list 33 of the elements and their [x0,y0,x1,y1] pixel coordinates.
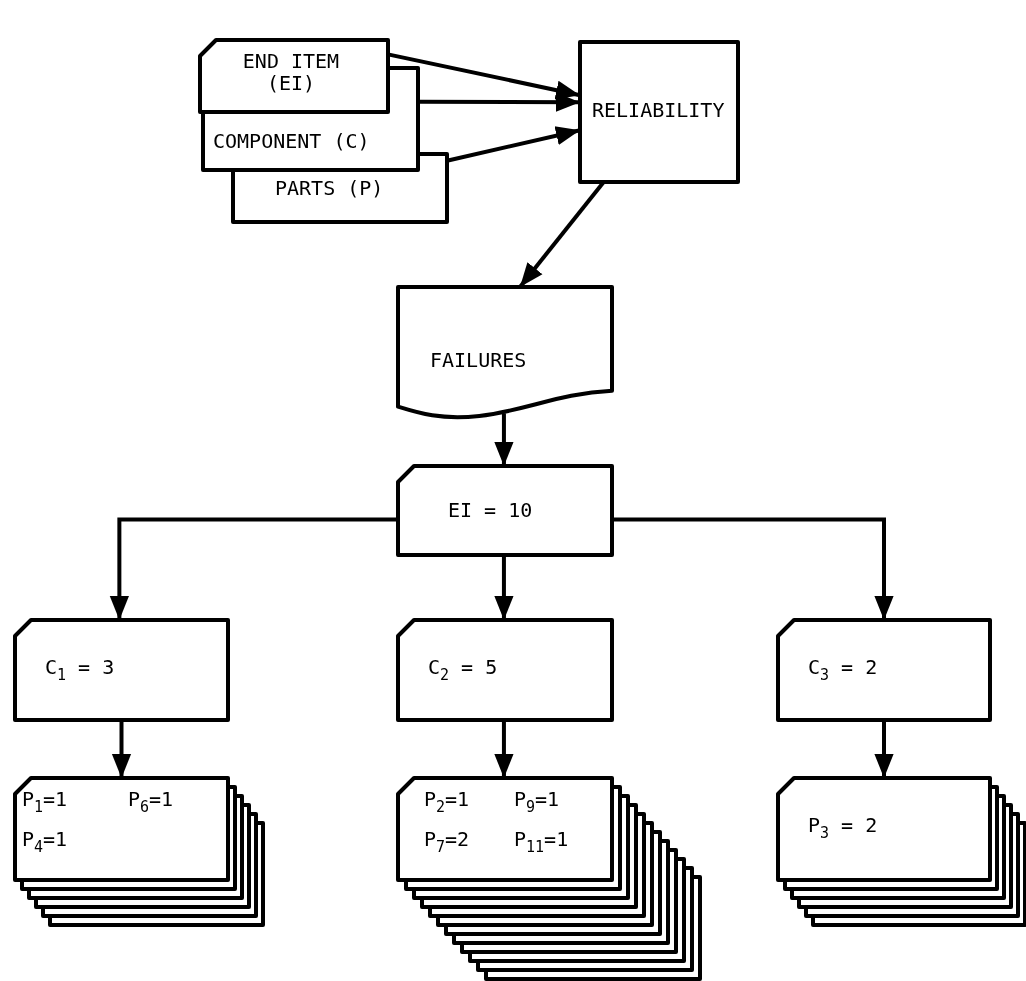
card-label: P$_{7}$=2 [424,828,470,856]
card-label: RELIABILITY [592,99,725,121]
card-label: P$_{6}$=1 [128,788,174,816]
arrow [109,517,398,620]
card-label: P$_{11}$=1 [514,828,569,856]
card-label: COMPONENT (C) [213,130,370,152]
card-label: C$_{2}$ = 5 [428,656,498,684]
arrow [494,555,514,620]
arrow [111,720,132,778]
punched-card [15,620,228,720]
punched-card [15,778,228,880]
punched-card [398,466,612,555]
card-label: C$_{1}$ = 3 [45,656,115,684]
document-shape [398,287,612,420]
card-label: P$_{1}$=1 [22,788,68,816]
punched-card [778,620,990,720]
card-label: END ITEM (EI) [241,50,341,94]
card-label: FAILURES [430,349,527,371]
arrow [494,720,514,778]
arrow [494,413,514,466]
card-label: P$_{3}$ = 2 [808,814,878,842]
punched-card [398,620,612,720]
punched-card [200,40,388,112]
card-label: P$_{4}$=1 [22,828,68,856]
process-box [580,42,738,182]
punched-card [398,778,612,880]
card-label: PARTS (P) [275,177,384,199]
card-label: C$_{3}$ = 2 [808,656,878,684]
arrow [874,720,894,778]
card-label: P$_{9}$=1 [514,788,560,816]
card-label: EI = 10 [448,499,533,521]
punched-card [778,778,990,880]
card-label: P$_{2}$=1 [424,788,470,816]
